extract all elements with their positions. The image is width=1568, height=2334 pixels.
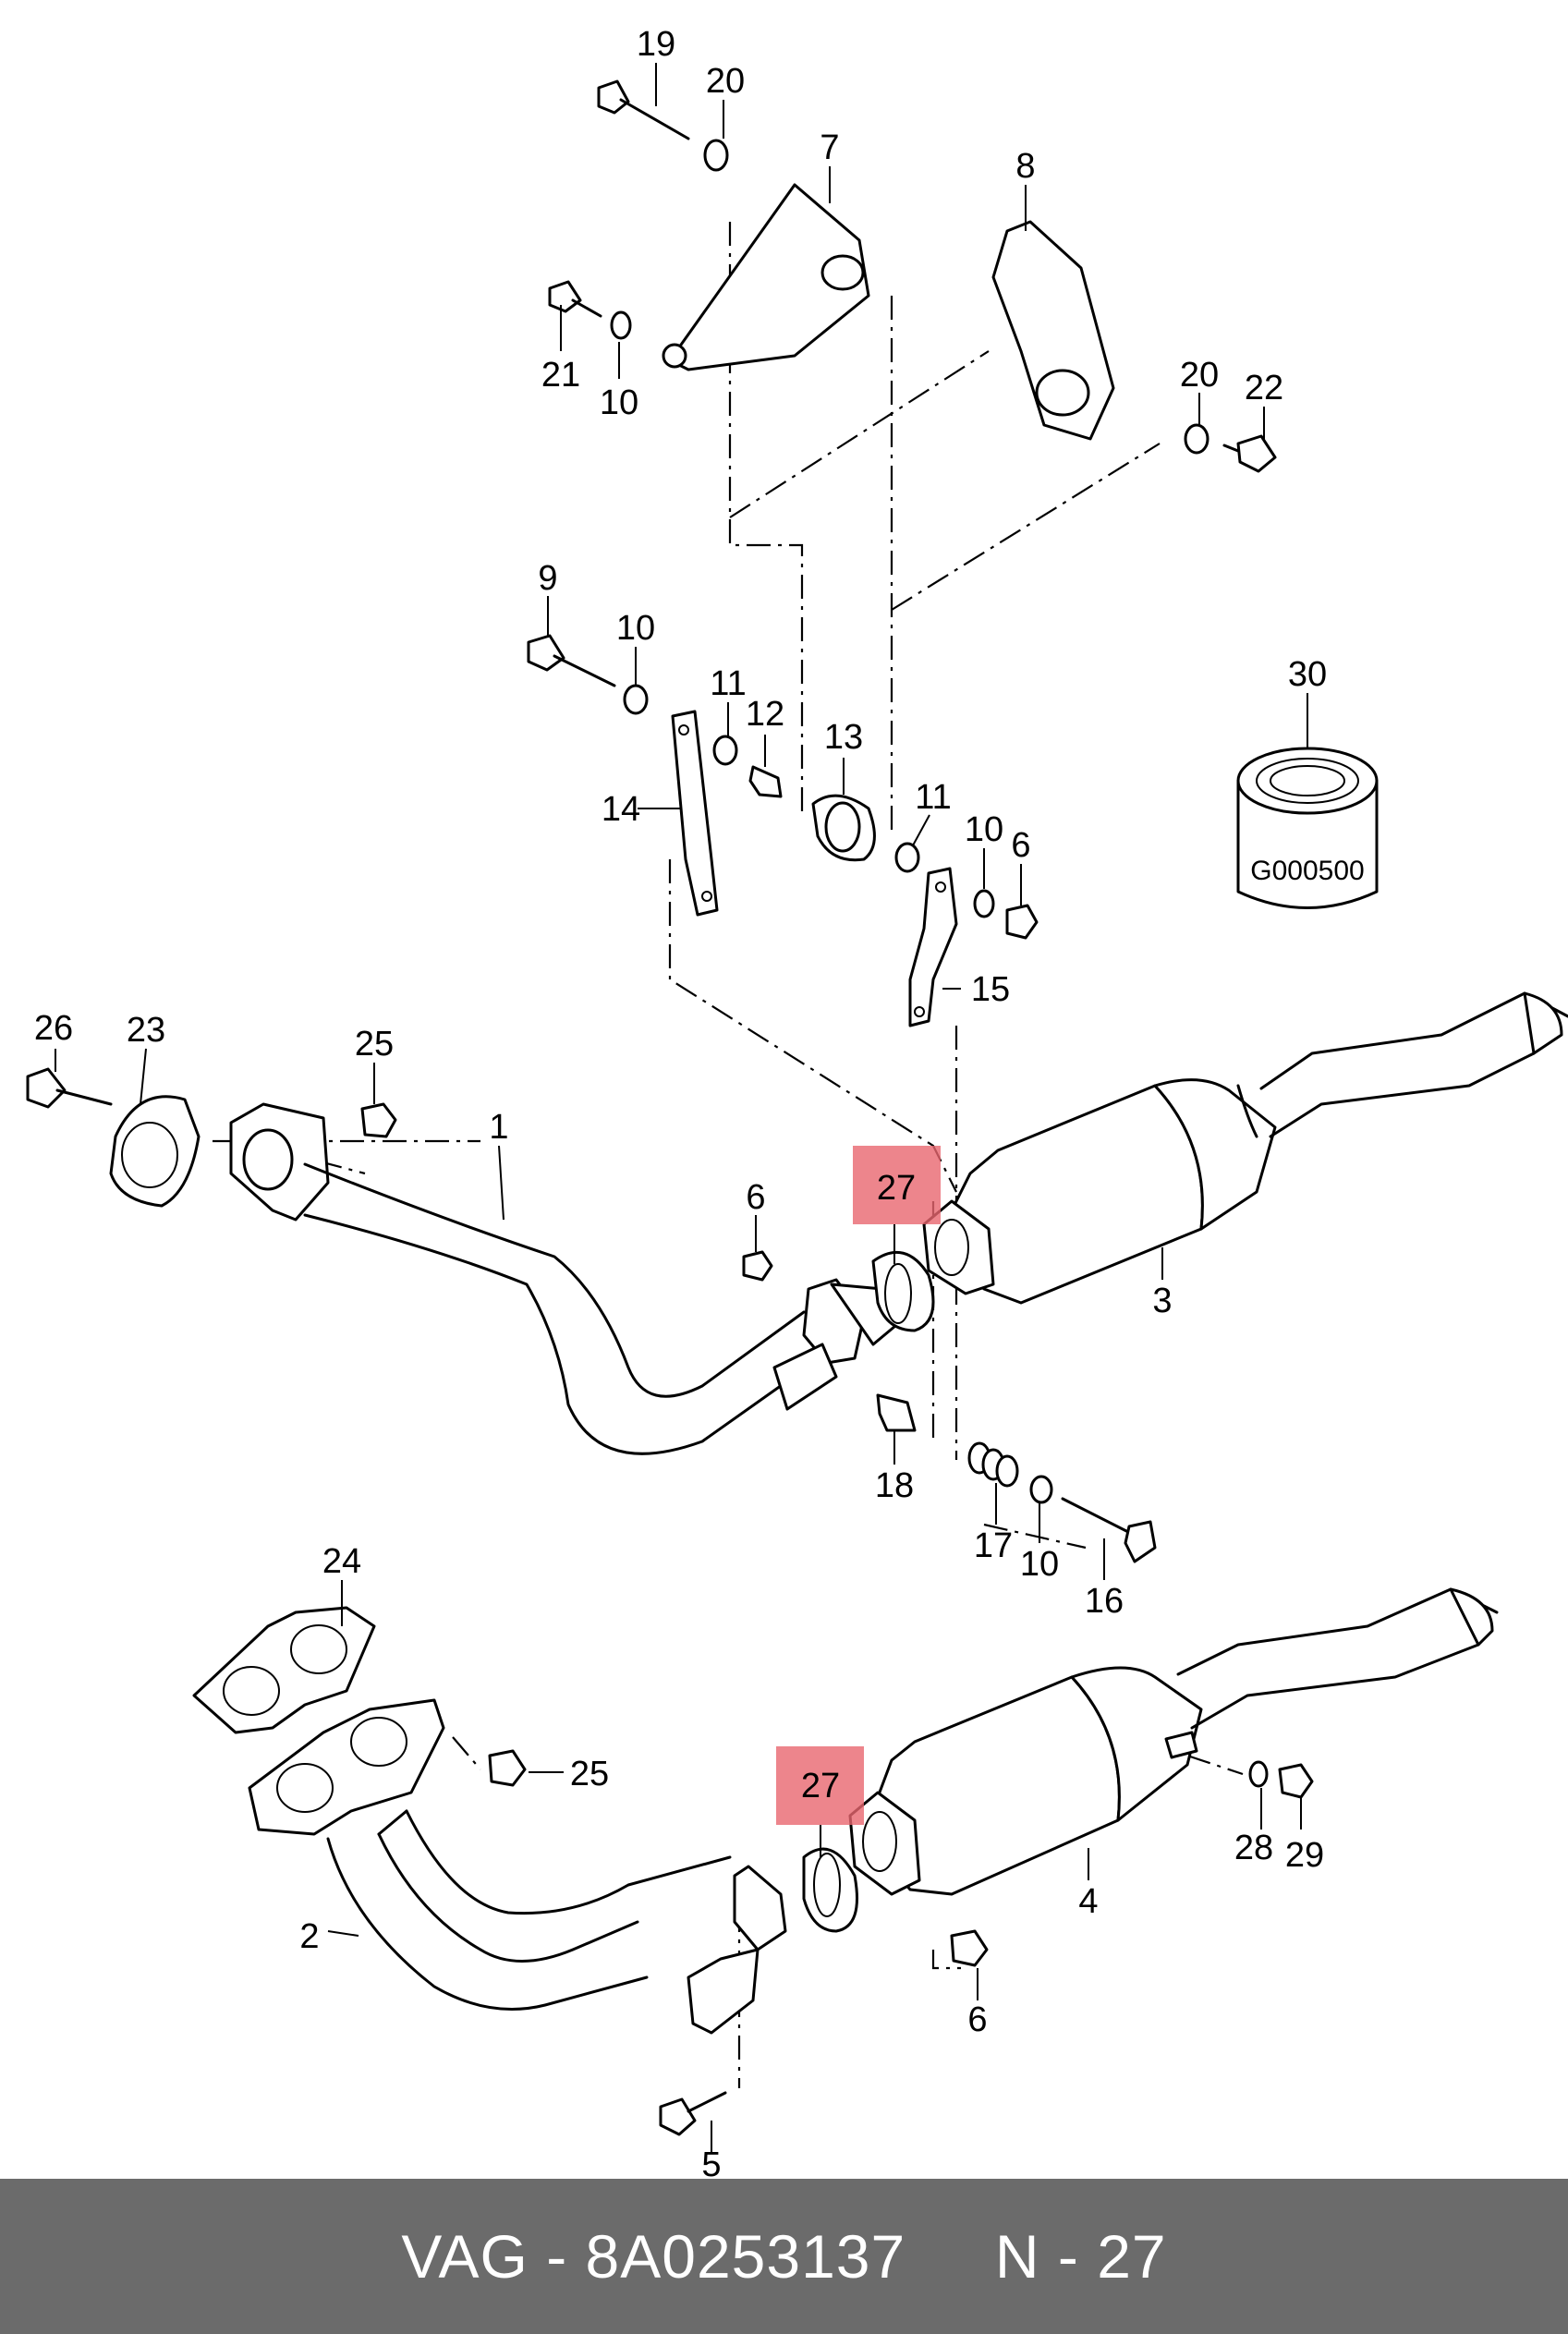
part-30-sleeve: G000500 [1236,747,1379,909]
callout-26: 26 [34,1009,73,1048]
nut-6-mid [742,1250,773,1282]
callout-16: 16 [1085,1582,1124,1621]
nut-25-top [360,1102,397,1138]
bolt-21 [548,280,602,318]
callout-11: 11 [710,664,746,703]
callout-27: 27 [801,1767,840,1805]
callout-21: 21 [541,356,580,395]
nut-29 [1278,1763,1314,1799]
footer-part-number-text: VAG - 8A0253137 N - 27 [401,2222,1167,2291]
callout-17: 17 [974,1526,1013,1565]
bolt-26 [26,1067,113,1109]
exhaust-parts-diagram: G000500 [26,25,1568,2179]
washer-11-a [712,735,738,766]
callout-30: 30 [1288,655,1327,694]
callout-6: 6 [746,1178,765,1217]
callout-10: 10 [600,383,638,422]
washer-20-right [1184,423,1209,455]
callout-22: 22 [1245,369,1283,407]
callout-14: 14 [602,790,640,829]
front-pipe-2 [248,1698,787,2035]
seal-ring-27-top [871,1251,935,1332]
nut-25-bottom [488,1749,527,1787]
highlight-27-top [853,1146,941,1224]
spacer-18 [876,1393,917,1432]
callout-10: 10 [965,810,1003,849]
engine-bracket-7 [662,183,870,371]
washer-10-d [1029,1475,1053,1504]
nut-6-top [1005,904,1039,940]
hanger-15 [908,867,958,1027]
highlight-27-bottom [776,1746,864,1825]
gasket-24 [192,1606,376,1734]
washer-10-c [973,889,995,918]
part-number-footer: VAG - 8A0253137 N - 27 [0,2179,1568,2334]
callout-20: 20 [706,62,745,101]
callout-27: 27 [877,1169,916,1208]
bracket-8 [991,220,1115,441]
callout-7: 7 [820,128,839,167]
spring-17 [967,1441,1019,1488]
bolt-9 [527,634,616,687]
callout-15: 15 [971,970,1010,1009]
callout-25: 25 [355,1025,394,1064]
callout-9: 9 [538,559,557,598]
catalytic-converter-3 [922,991,1568,1305]
bolt-16 [1061,1497,1157,1563]
callout-24: 24 [322,1542,361,1581]
catalytic-converter-4 [848,1587,1499,1896]
callout-12: 12 [746,695,784,734]
callout-8: 8 [1015,147,1035,186]
callout-leaders [55,63,1308,2153]
callout-23: 23 [127,1011,165,1050]
callout-13: 13 [824,718,863,757]
callout-28: 28 [1234,1829,1273,1867]
callout-labels: 19 20 7 8 21 10 20 22 9 10 11 12 13 30 1… [34,25,1327,2179]
bolt-5 [659,2091,727,2136]
callout-19: 19 [637,25,675,64]
callout-25: 25 [570,1755,609,1793]
callout-11: 11 [915,778,951,817]
callout-4: 4 [1078,1882,1098,1921]
washer-20-top [703,139,729,172]
washer-11-b [894,842,920,873]
part-30-code: G000500 [1250,856,1364,886]
callout-18: 18 [875,1466,914,1505]
callout-1: 1 [489,1108,508,1147]
callout-10: 10 [616,609,655,648]
bolt-22 [1222,434,1277,473]
callout-6: 6 [1011,826,1030,865]
callout-10: 10 [1020,1545,1059,1584]
washer-10-a [610,310,632,340]
callout-20: 20 [1180,356,1219,395]
seal-ring-27-bottom [802,1847,858,1933]
spacer-12 [748,765,783,798]
callout-6: 6 [967,2000,987,2039]
front-pipe-1 [229,1102,903,1455]
callout-2: 2 [299,1917,319,1956]
callout-29: 29 [1285,1836,1324,1875]
washer-28 [1248,1760,1269,1788]
hanger-14 [671,710,719,917]
washer-10-b [623,684,649,715]
gasket-23 [109,1095,201,1208]
rubber-mount-13 [811,794,876,862]
callout-3: 3 [1152,1282,1172,1320]
bolt-19 [597,79,690,140]
callout-5: 5 [701,2146,721,2179]
nut-6-bottom [950,1929,989,1967]
